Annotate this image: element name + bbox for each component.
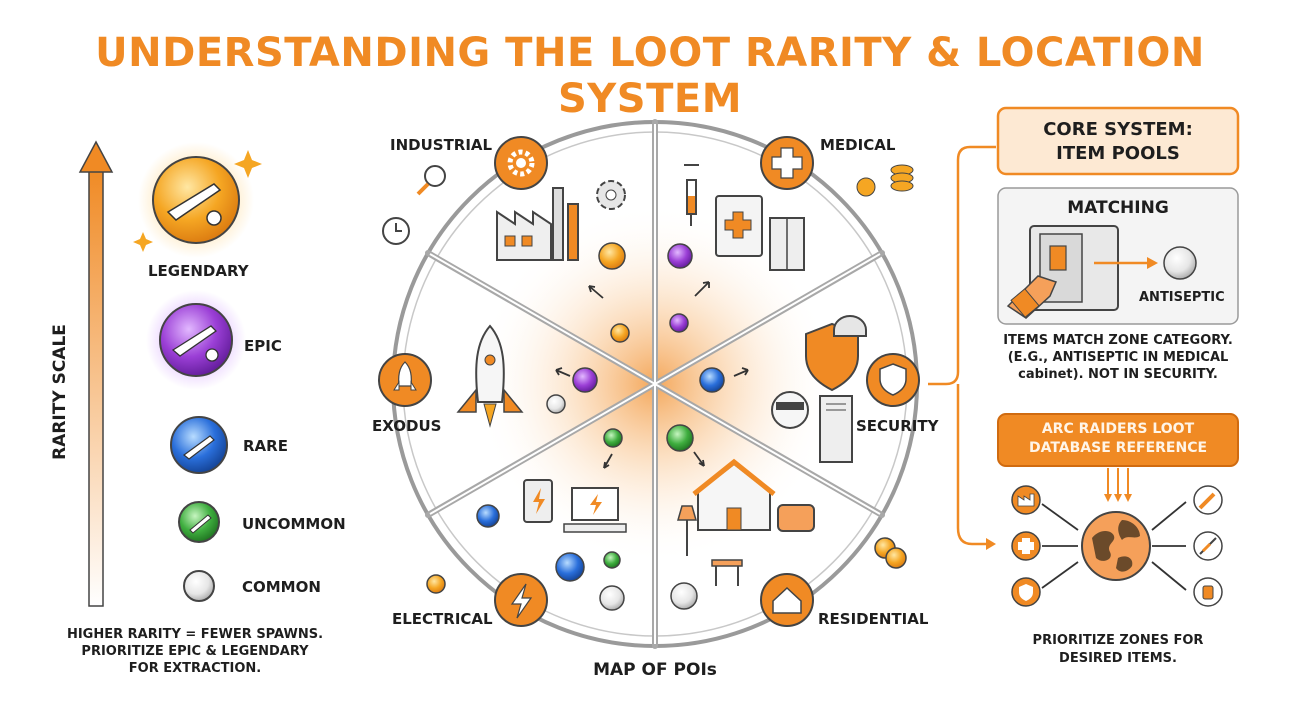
database-box <box>997 413 1239 467</box>
match-note-line: ITEMS MATCH ZONE CATEGORY. <box>1003 333 1233 348</box>
output-syringe-icon <box>1193 485 1223 515</box>
security-shield-icon <box>866 353 920 407</box>
core-system-heading: CORE SYSTEM: ITEM POOLS <box>998 118 1238 166</box>
tier-label-epic: EPIC <box>244 337 282 355</box>
database-arrows <box>1107 468 1129 496</box>
legendary-orb <box>133 142 262 258</box>
medical-cross-icon <box>760 136 814 190</box>
clock-icon <box>382 217 410 245</box>
coins-icon <box>856 164 914 197</box>
zone-label-industrial: INDUSTRIAL <box>390 136 493 154</box>
table-icon <box>711 559 743 586</box>
input-factory-icon <box>1011 485 1041 515</box>
match-note-line: (E.G., ANTISEPTIC IN MEDICAL <box>1007 350 1229 365</box>
zone-label-exodus: EXODUS <box>372 417 442 435</box>
exodus-rocket-icon <box>378 353 432 407</box>
medicine-cabinet-icon <box>715 195 805 271</box>
factory-icon <box>496 187 579 261</box>
rarity-note-line: FOR EXTRACTION. <box>128 661 262 676</box>
rarity-note-line: HIGHER RARITY = FEWER SPAWNS. <box>66 627 324 642</box>
match-note-line: cabinet). NOT IN SECURITY. <box>1018 367 1218 382</box>
locker-icon <box>819 395 853 463</box>
tier-label-legendary: LEGENDARY <box>148 262 249 280</box>
rare-orb <box>170 416 228 474</box>
gear-icon <box>596 180 626 210</box>
input-shield-icon <box>1011 577 1041 607</box>
industrial-gear-icon <box>494 136 548 190</box>
footer-note: PRIORITIZE ZONES FOR DESIRED ITEMS. <box>998 632 1238 668</box>
residential-house-icon <box>760 573 814 627</box>
output-bottle-icon <box>1193 577 1223 607</box>
zone-label-electrical: ELECTRICAL <box>392 610 493 628</box>
computer-icon <box>563 487 627 533</box>
syringe-icon <box>684 164 699 226</box>
magnifier-icon <box>416 165 446 196</box>
tier-label-common: COMMON <box>242 578 321 596</box>
electrical-bolt-icon <box>494 573 548 627</box>
globe-icon <box>1081 511 1151 581</box>
output-syringe2-icon <box>1193 531 1223 561</box>
rocket-icon <box>456 324 524 428</box>
map-caption: MAP OF POIs <box>593 660 717 680</box>
armchair-icon <box>777 504 815 532</box>
helmet-icon <box>833 315 867 337</box>
match-note: ITEMS MATCH ZONE CATEGORY. (E.G., ANTISE… <box>990 332 1246 383</box>
database-label-line: DATABASE REFERENCE <box>1028 440 1208 456</box>
globe-in-arrows <box>1041 503 1079 589</box>
rarity-arrow <box>78 140 114 607</box>
zone-label-medical: MEDICAL <box>820 136 896 154</box>
core-system-box <box>996 106 1240 176</box>
loot-orbs <box>426 242 907 611</box>
zone-label-residential: RESIDENTIAL <box>818 610 929 628</box>
flow-arrows <box>555 281 749 469</box>
input-cross-icon <box>1011 531 1041 561</box>
zone-label-security: SECURITY <box>856 417 939 435</box>
rarity-axis-label-wrap: RARITY SCALE <box>40 320 80 470</box>
database-label-line: ARC RAIDERS LOOT <box>1041 421 1195 437</box>
core-system-heading-line: ITEM POOLS <box>1056 143 1180 164</box>
tier-label-uncommon: UNCOMMON <box>242 515 346 533</box>
tier-label-rare: RARE <box>243 437 288 455</box>
database-label: ARC RAIDERS LOOT DATABASE REFERENCE <box>998 420 1238 458</box>
rarity-note-line: PRIORITIZE EPIC & LEGENDARY <box>81 644 309 659</box>
common-orb <box>183 570 215 602</box>
connector-line <box>956 384 990 546</box>
rarity-note: HIGHER RARITY = FEWER SPAWNS. PRIORITIZE… <box>50 626 340 677</box>
epic-orb <box>146 290 246 390</box>
page-title: UNDERSTANDING THE LOOT RARITY & LOCATION… <box>95 30 1205 122</box>
footer-note-line: DESIRED ITEMS. <box>1059 651 1177 666</box>
matching-heading: MATCHING <box>1067 198 1169 218</box>
rarity-axis-label: RARITY SCALE <box>50 324 70 460</box>
cabinet-hand-icon <box>1006 225 1119 319</box>
globe-out-arrows <box>1151 501 1187 591</box>
antiseptic-label: ANTISEPTIC <box>1139 290 1225 305</box>
house-icon <box>692 458 776 531</box>
connector-bracket <box>928 145 996 386</box>
uncommon-orb <box>178 501 220 543</box>
player-helmet-icon <box>771 391 809 429</box>
core-system-heading-line: CORE SYSTEM: <box>1043 119 1193 140</box>
shield-icon <box>805 322 859 392</box>
antiseptic-orb <box>1163 246 1197 280</box>
lamp-icon <box>677 505 697 556</box>
battery-icon <box>523 479 553 523</box>
footer-note-line: PRIORITIZE ZONES FOR <box>1032 633 1204 648</box>
